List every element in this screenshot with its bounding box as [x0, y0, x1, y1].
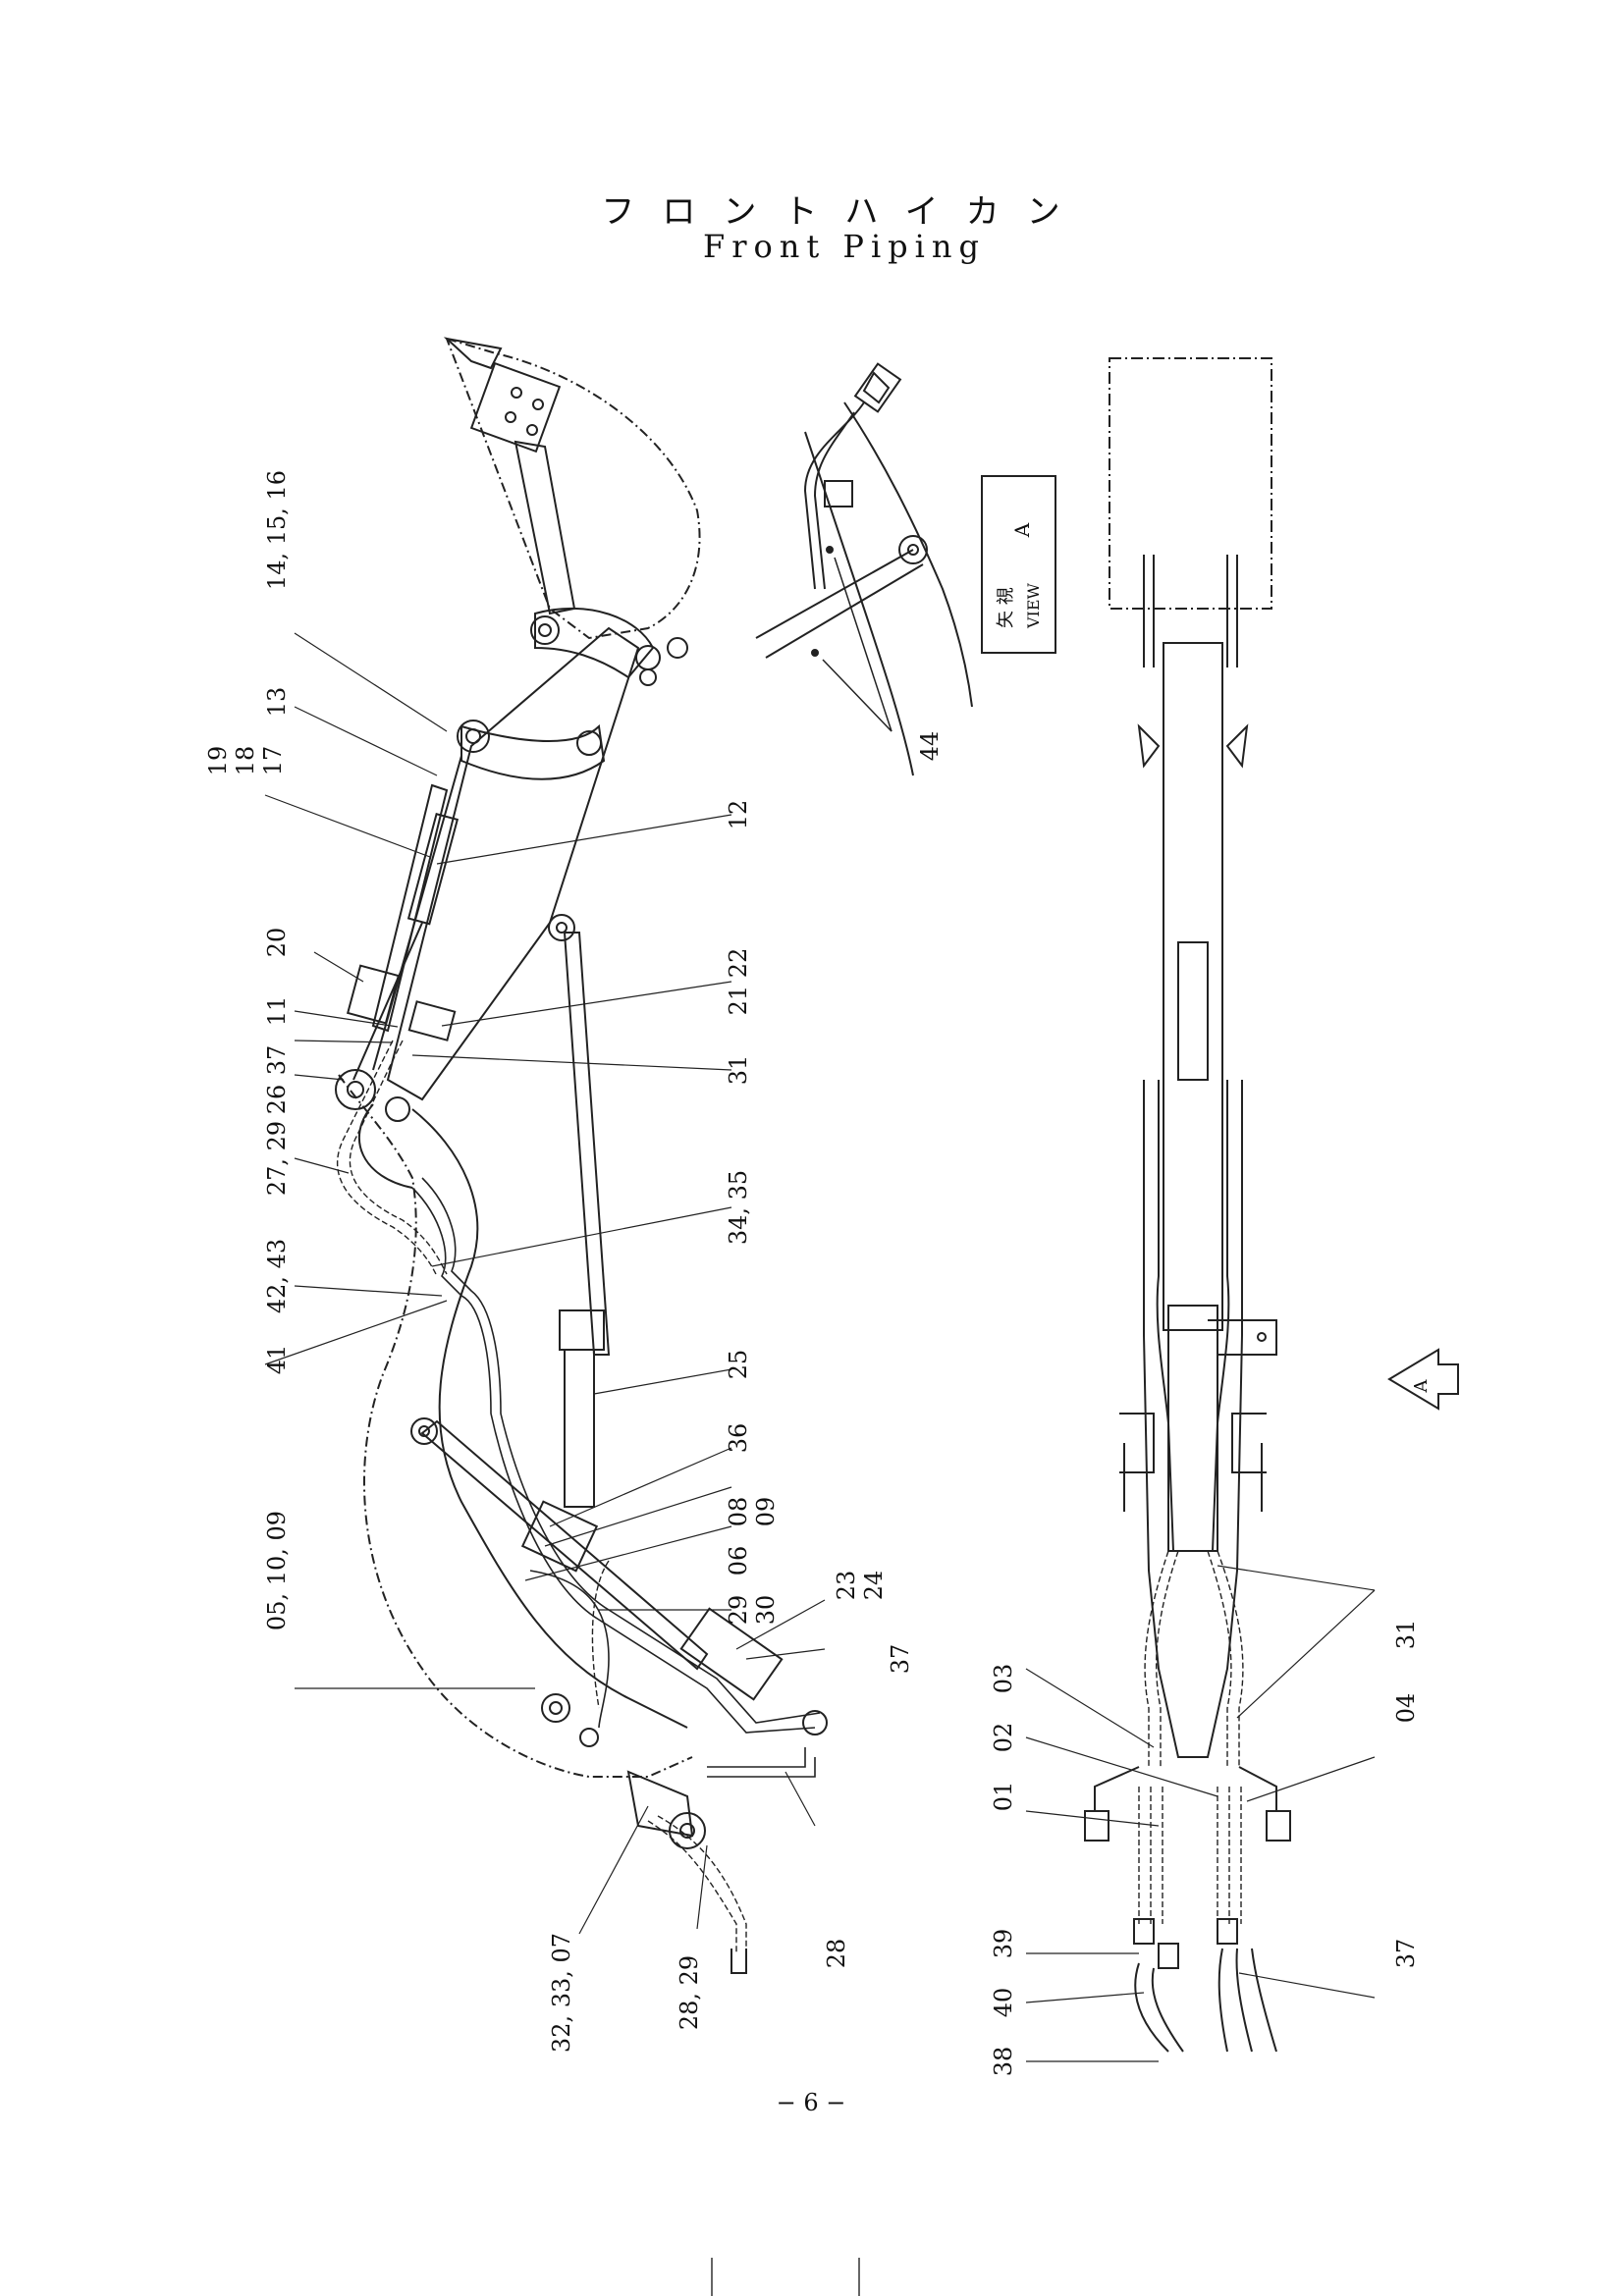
bucket-top — [1109, 357, 1272, 610]
callout-labels-left: 14, 15, 16 13 19 18 17 12 20 11 21 22 37… — [204, 470, 914, 2053]
boom-top — [1143, 1080, 1243, 1758]
callout-37b: 37 — [887, 1644, 914, 1675]
callout-27-29: 27, 29 — [263, 1121, 291, 1196]
callout-30: 30 — [752, 1595, 780, 1626]
page-number: − 6 − — [776, 2089, 846, 2116]
callout-28-29: 28, 29 — [676, 1955, 703, 2030]
callout-06: 06 — [725, 1546, 752, 1576]
view-arrow — [1387, 1348, 1459, 1411]
callout-23: 23 — [833, 1571, 860, 1601]
callout-11: 11 — [263, 996, 291, 1027]
callout-04: 04 — [1392, 1693, 1420, 1724]
callout-01: 01 — [990, 1782, 1017, 1812]
bucket-teeth — [443, 337, 503, 370]
binding-marks — [711, 2258, 860, 2296]
callout-08: 08 — [725, 1497, 752, 1527]
callout-40: 40 — [990, 1988, 1017, 2018]
callout-05-10-09: 05, 10, 09 — [263, 1511, 291, 1630]
callout-labels-right: 31 03 02 01 04 39 40 38 37 — [990, 1620, 1420, 2077]
arm-top — [1163, 642, 1223, 1331]
callout-44: 44 — [916, 731, 944, 762]
view-a-detail — [755, 362, 1056, 776]
callout-18: 18 — [232, 746, 259, 776]
callout-14-15-16: 14, 15, 16 — [263, 470, 291, 590]
arrow-a-letter: A — [1411, 1379, 1432, 1394]
boom-cylinder — [420, 1419, 709, 1671]
callout-28: 28 — [823, 1939, 850, 1969]
top-view — [1084, 357, 1459, 2053]
bucket-cylinder — [371, 783, 449, 1033]
bucket-link — [514, 440, 576, 615]
callout-37-right: 37 — [1392, 1939, 1420, 1969]
view-a-label-box — [981, 475, 1056, 654]
callout-26: 26 — [263, 1085, 291, 1115]
callout-34-35: 34, 35 — [725, 1170, 752, 1245]
diagram-title: Front Piping — [703, 228, 986, 265]
callout-20: 20 — [263, 928, 291, 958]
callout-13: 13 — [263, 687, 291, 718]
boom — [338, 1074, 693, 1778]
callout-19: 19 — [204, 746, 232, 776]
callout-36: 36 — [725, 1423, 752, 1454]
side-view — [335, 337, 828, 1974]
callout-41: 41 — [263, 1345, 291, 1375]
callout-39: 39 — [990, 1929, 1017, 1959]
leader-lines — [264, 632, 1376, 2062]
callout-29: 29 — [725, 1595, 752, 1626]
callout-37: 37 — [263, 1045, 291, 1076]
callout-25: 25 — [725, 1350, 752, 1380]
callout-42-43: 42, 43 — [263, 1239, 291, 1313]
callout-09: 09 — [752, 1497, 780, 1527]
flex-hoses — [337, 1040, 747, 1953]
callout-38: 38 — [990, 2047, 1017, 2077]
callout-12: 12 — [725, 800, 752, 830]
arm — [386, 626, 640, 1101]
callout-17: 17 — [259, 746, 287, 776]
callout-31-right: 31 — [1392, 1620, 1420, 1650]
view-a-en: VIEW — [1024, 582, 1043, 629]
callout-31: 31 — [725, 1055, 752, 1086]
callout-32-33-07: 32, 33, 07 — [548, 1933, 575, 2053]
boom-piping — [411, 1187, 816, 1734]
arm-cylinder — [563, 932, 611, 1356]
view-a-letter: A — [1010, 522, 1034, 538]
callout-24: 24 — [860, 1571, 888, 1601]
callout-02: 02 — [990, 1723, 1017, 1753]
view-a-jp: 矢 視 — [996, 587, 1016, 628]
callout-21-22: 21 22 — [725, 948, 752, 1016]
bucket — [445, 337, 701, 640]
callout-03: 03 — [990, 1664, 1017, 1694]
diagram-title-japanese: フロントハイカン — [601, 192, 1088, 232]
